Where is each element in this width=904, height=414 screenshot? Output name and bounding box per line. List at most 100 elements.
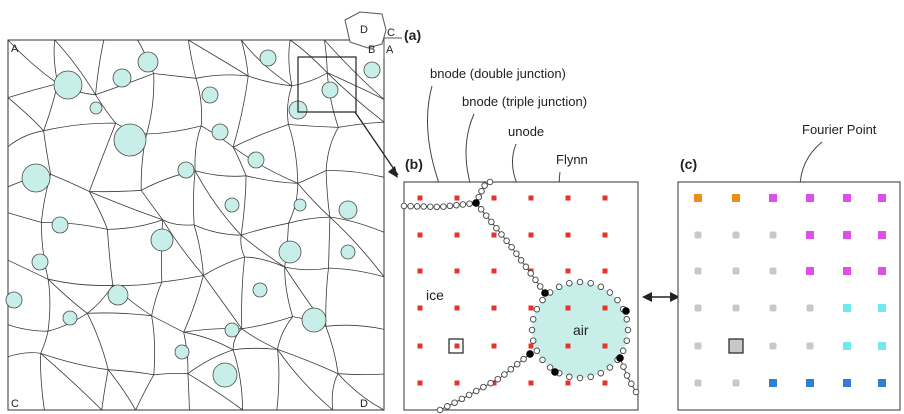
air-bubble [340, 244, 356, 260]
fourier-point [878, 304, 886, 312]
grain-boundary [40, 222, 49, 280]
unode [602, 195, 608, 201]
bnode [440, 203, 447, 210]
unode [528, 380, 534, 386]
grain-boundary [108, 369, 154, 376]
air-bubble [89, 101, 103, 115]
unode [602, 343, 608, 349]
grain-boundary [233, 347, 278, 351]
panel-c-fourier: (c) [677, 156, 901, 411]
bnode [444, 403, 451, 410]
zoom-arrow-head [388, 166, 398, 178]
grain-boundary [162, 219, 195, 226]
grain-boundary [40, 353, 45, 411]
bnode [536, 283, 544, 290]
grain-boundary [277, 349, 333, 411]
fourier-point [806, 304, 814, 312]
fourier-point [806, 267, 814, 275]
grain-boundary [195, 78, 203, 126]
fourier-point [769, 304, 777, 312]
fourier-point [732, 231, 740, 239]
corner-label-a: A [11, 43, 19, 55]
grain-boundary [241, 222, 289, 236]
grain-boundary [43, 122, 116, 132]
grain-boundary [327, 72, 385, 100]
fourier-point [732, 379, 740, 387]
bnode [623, 337, 631, 344]
air-bubble [301, 307, 327, 333]
grain-boundary [40, 331, 49, 354]
fourier-point [806, 231, 814, 239]
bnode [623, 316, 631, 323]
grain-boundary [203, 275, 243, 329]
unode [454, 232, 460, 238]
grain-boundary [153, 73, 197, 79]
bnode [566, 373, 573, 381]
grain-boundary [240, 234, 285, 268]
panel-b-nodes: (b) ice air [400, 156, 640, 414]
bnode [597, 283, 605, 291]
air-bubble [51, 216, 69, 234]
grain-boundary [7, 83, 58, 98]
grain-boundary [193, 224, 242, 236]
grain-boundary [193, 170, 196, 225]
grain-boundary [284, 266, 329, 271]
fourier-point [694, 231, 702, 239]
unode [602, 268, 608, 274]
unode [602, 380, 608, 386]
bnode [486, 178, 494, 186]
grain-boundary [89, 191, 163, 221]
air-bubble [53, 70, 83, 100]
grain-boundary [188, 39, 249, 77]
bnode [539, 296, 546, 304]
grain-boundary [337, 373, 385, 411]
bnode [475, 193, 483, 201]
bnode [632, 388, 640, 396]
grain-boundary [146, 73, 155, 135]
grain-boundary [7, 259, 49, 280]
grain-boundary [331, 373, 339, 411]
grain-boundary [232, 146, 298, 184]
unode [565, 305, 571, 311]
bnode [508, 243, 515, 251]
grain-boundary [87, 312, 152, 317]
air-bubble [224, 322, 240, 338]
unode [417, 268, 423, 274]
grain-boundary [325, 127, 339, 171]
bnode [587, 373, 594, 381]
bnode [433, 203, 441, 211]
grain-boundary [7, 212, 42, 223]
grain-boundary [194, 170, 247, 177]
bnode [566, 279, 573, 287]
grain-boundary [89, 189, 142, 193]
fourier-point [806, 342, 814, 350]
fourier-point [694, 342, 702, 350]
bnode [487, 379, 494, 387]
bnode [453, 201, 460, 209]
grain-boundary [232, 124, 289, 148]
bnode [587, 279, 594, 287]
grain-boundary [101, 369, 109, 411]
grain-boundary [297, 170, 327, 184]
grain-boundary [240, 235, 245, 258]
fourier-point [878, 342, 886, 350]
grain-boundary [183, 275, 204, 333]
bnode [623, 372, 631, 379]
bnode [533, 347, 541, 355]
grain-boundary [89, 191, 108, 230]
unode [454, 305, 460, 311]
fourier-point [694, 304, 702, 312]
fourier-point [843, 379, 851, 387]
grain-boundary [54, 39, 96, 95]
grain-boundary [187, 39, 197, 79]
grain-boundary [232, 146, 247, 176]
air-bubble [211, 123, 229, 141]
bnode [498, 231, 505, 238]
fourier-point [769, 194, 777, 202]
bnode [465, 391, 473, 399]
bnode [520, 355, 527, 363]
grain-boundary [241, 328, 278, 350]
grain-boundary [246, 175, 298, 184]
bnode [628, 380, 635, 388]
